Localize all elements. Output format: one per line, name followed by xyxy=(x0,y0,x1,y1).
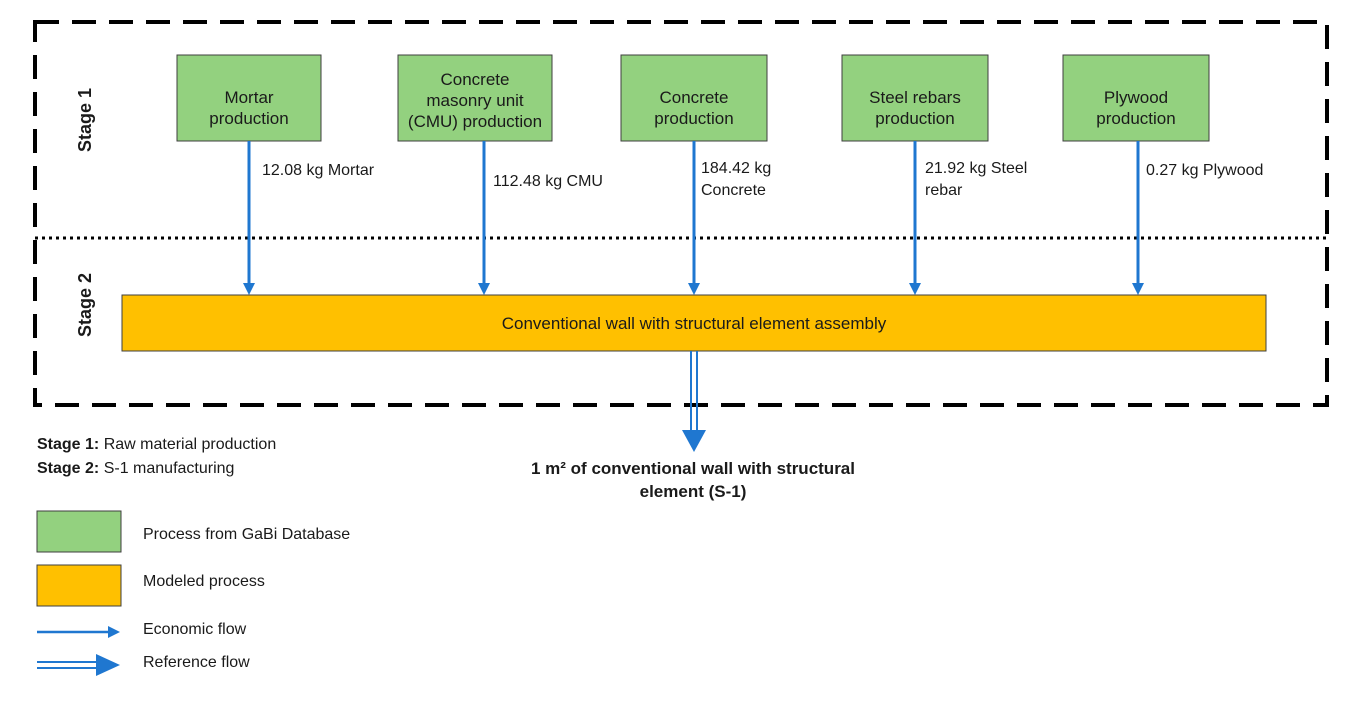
legend-reference-flow-arrow xyxy=(37,654,120,676)
economic-flows: 12.08 kg Mortar 112.48 kg CMU 184.42 kg Con… xyxy=(243,141,1263,295)
economic-flow-arrowhead xyxy=(478,283,490,295)
stage-1-legend: Stage 1: Raw material production xyxy=(37,436,276,453)
flow-quantity-label: 112.48 kg CMU xyxy=(493,173,603,190)
process-box xyxy=(1062,54,1210,142)
legend-modeled-swatch xyxy=(36,564,122,607)
legend-modeled-label: Modeled process xyxy=(143,573,265,590)
functional-unit-line-1: 1 m² of conventional wall with structura… xyxy=(531,459,855,478)
economic-flow-arrowhead xyxy=(1132,283,1144,295)
process-boxes: Mortar production Concrete masonry unit (CMU… xyxy=(176,54,1210,142)
stage-1-label: Stage 1 xyxy=(75,88,95,152)
process-label: Steel rebars xyxy=(869,88,961,107)
legend-economic-flow-arrow xyxy=(37,626,120,638)
assembly-box xyxy=(121,294,1267,352)
economic-flow-arrowhead xyxy=(909,283,921,295)
economic-flow-arrowhead xyxy=(688,283,700,295)
economic-flow-arrowhead xyxy=(243,283,255,295)
process-label: production xyxy=(1096,109,1175,128)
stage-2-legend: Stage 2: S-1 manufacturing xyxy=(37,460,234,477)
process-label: Plywood xyxy=(1104,88,1168,107)
process-label: (CMU) production xyxy=(408,112,542,131)
process-label: masonry unit xyxy=(426,91,524,110)
process-label: production xyxy=(654,109,733,128)
flow-quantity-label: Concrete xyxy=(701,182,766,199)
flow-quantity-label: 184.42 kg xyxy=(701,160,771,177)
system-boundary xyxy=(33,20,1329,407)
stage-2-label: Stage 2 xyxy=(75,273,95,337)
process-box xyxy=(841,54,989,142)
legend-economic-flow-label: Economic flow xyxy=(143,621,247,638)
functional-unit-line-2: element (S-1) xyxy=(640,482,747,501)
flow-quantity-label: rebar xyxy=(925,182,963,199)
process-label: production xyxy=(875,109,954,128)
legend-process-label: Process from GaBi Database xyxy=(143,526,350,543)
process-box xyxy=(620,54,768,142)
process-label: production xyxy=(209,109,288,128)
flow-quantity-label: 12.08 kg Mortar xyxy=(262,162,375,179)
process-box xyxy=(176,54,322,142)
process-label: Concrete xyxy=(660,88,729,107)
process-box xyxy=(397,54,553,142)
flow-quantity-label: 21.92 kg Steel xyxy=(925,160,1027,177)
legend-process-swatch xyxy=(36,510,122,553)
assembly-label: Conventional wall with structural elemen… xyxy=(502,314,887,333)
legend-reference-flow-label: Reference flow xyxy=(143,654,250,671)
flow-quantity-label: 0.27 kg Plywood xyxy=(1146,162,1263,179)
reference-flow-arrow xyxy=(682,351,706,452)
process-label: Mortar xyxy=(224,88,273,107)
process-label: Concrete xyxy=(441,70,510,89)
